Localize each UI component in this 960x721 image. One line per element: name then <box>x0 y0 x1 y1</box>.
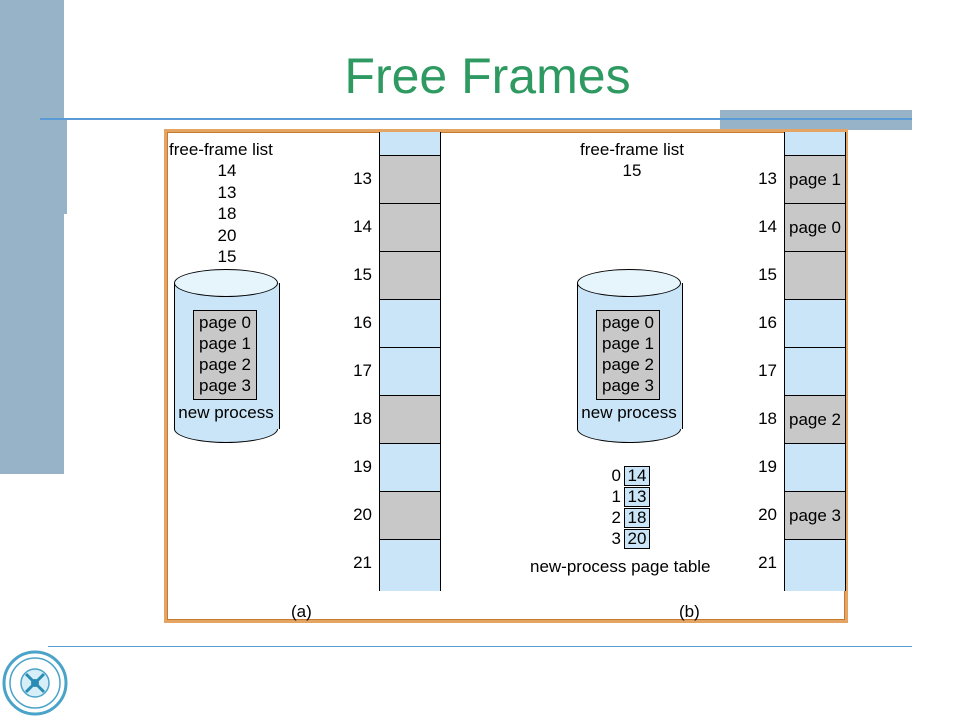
memory-frame: page 1 <box>785 155 845 203</box>
frame-number: 15 <box>353 265 372 284</box>
caption-b: (b) <box>679 602 700 621</box>
memory-frame <box>380 539 440 591</box>
memory-frame <box>380 299 440 347</box>
memory-frame <box>380 347 440 395</box>
disk-page: page 2 <box>199 355 251 374</box>
memory-frame <box>785 299 845 347</box>
memory-frame <box>785 539 845 591</box>
disk-page: page 0 <box>602 313 654 332</box>
slide-title: Free Frames <box>344 48 631 104</box>
memory-frame <box>785 443 845 491</box>
frame-number: 20 <box>353 505 372 524</box>
disk-page: page 1 <box>602 334 654 353</box>
memory-frame: page 2 <box>785 395 845 443</box>
frame-number: 14 <box>353 217 372 236</box>
disk-page: page 2 <box>602 355 654 374</box>
frame-number: 14 <box>758 217 777 236</box>
page-table-frame: 18 <box>624 508 650 528</box>
disk-pages-a: page 0 page 1 page 2 page 3 <box>193 310 257 400</box>
frame-number: 21 <box>758 553 777 572</box>
frame-number: 16 <box>353 313 372 332</box>
frame-number: 19 <box>353 457 372 476</box>
free-frame-list-label-b: free-frame list <box>580 140 684 159</box>
memory-frame <box>380 155 440 203</box>
page-table-frame: 14 <box>624 466 650 486</box>
disk-page: page 3 <box>602 376 654 395</box>
free-frame-number: 18 <box>217 204 237 223</box>
memory-frame <box>785 132 845 155</box>
disk-pages-b: page 0 page 1 page 2 page 3 <box>596 310 660 400</box>
disk-label-a: new process <box>178 403 274 422</box>
memory-frame <box>380 491 440 539</box>
page-table-label-b: new-process page table <box>530 557 711 576</box>
frame-number: 18 <box>353 409 372 428</box>
side-decoration-notch <box>64 120 67 214</box>
frame-number: 15 <box>758 265 777 284</box>
page-table-index: 3 <box>611 529 621 548</box>
university-seal-icon <box>2 650 68 716</box>
disk-page: page 0 <box>199 313 251 332</box>
free-frame-number: 15 <box>622 161 642 180</box>
frame-number: 21 <box>353 553 372 572</box>
memory-column <box>379 132 441 591</box>
memory-frame <box>380 132 440 155</box>
frame-number: 18 <box>758 409 777 428</box>
page-table-index: 2 <box>611 508 621 527</box>
side-decoration-bar <box>0 0 64 474</box>
page-table-frame: 20 <box>624 529 650 549</box>
frame-number: 17 <box>353 361 372 380</box>
memory-frame <box>785 251 845 299</box>
memory-frame <box>380 443 440 491</box>
memory-frame: page 0 <box>785 203 845 251</box>
memory-frame <box>380 203 440 251</box>
disk-top-b <box>577 269 681 297</box>
caption-a: (a) <box>291 602 312 621</box>
free-frame-number: 14 <box>217 161 237 180</box>
frame-number: 19 <box>758 457 777 476</box>
page-table-frame: 13 <box>624 487 650 507</box>
disk-page: page 3 <box>199 376 251 395</box>
frame-number: 20 <box>758 505 777 524</box>
frame-number: 16 <box>758 313 777 332</box>
disk-label-b: new process <box>581 403 677 422</box>
frame-number: 13 <box>353 169 372 188</box>
free-frame-number: 20 <box>217 225 237 245</box>
memory-frame: page 3 <box>785 491 845 539</box>
title-rule <box>40 118 912 120</box>
title-rule-accent <box>720 110 912 130</box>
disk-page: page 1 <box>199 334 251 353</box>
memory-frame <box>785 347 845 395</box>
page-table-index: 0 <box>611 466 621 485</box>
memory-frame <box>380 395 440 443</box>
memory-frame <box>380 251 440 299</box>
frame-number: 17 <box>758 361 777 380</box>
free-frame-number: 15 <box>217 247 237 266</box>
page-table-index: 1 <box>611 487 621 506</box>
disk-top-a <box>174 269 278 297</box>
frame-number: 13 <box>758 169 777 188</box>
free-frame-number: 13 <box>217 182 237 202</box>
footer-rule <box>48 646 912 647</box>
free-frame-list-label-a: free-frame list <box>169 140 273 159</box>
